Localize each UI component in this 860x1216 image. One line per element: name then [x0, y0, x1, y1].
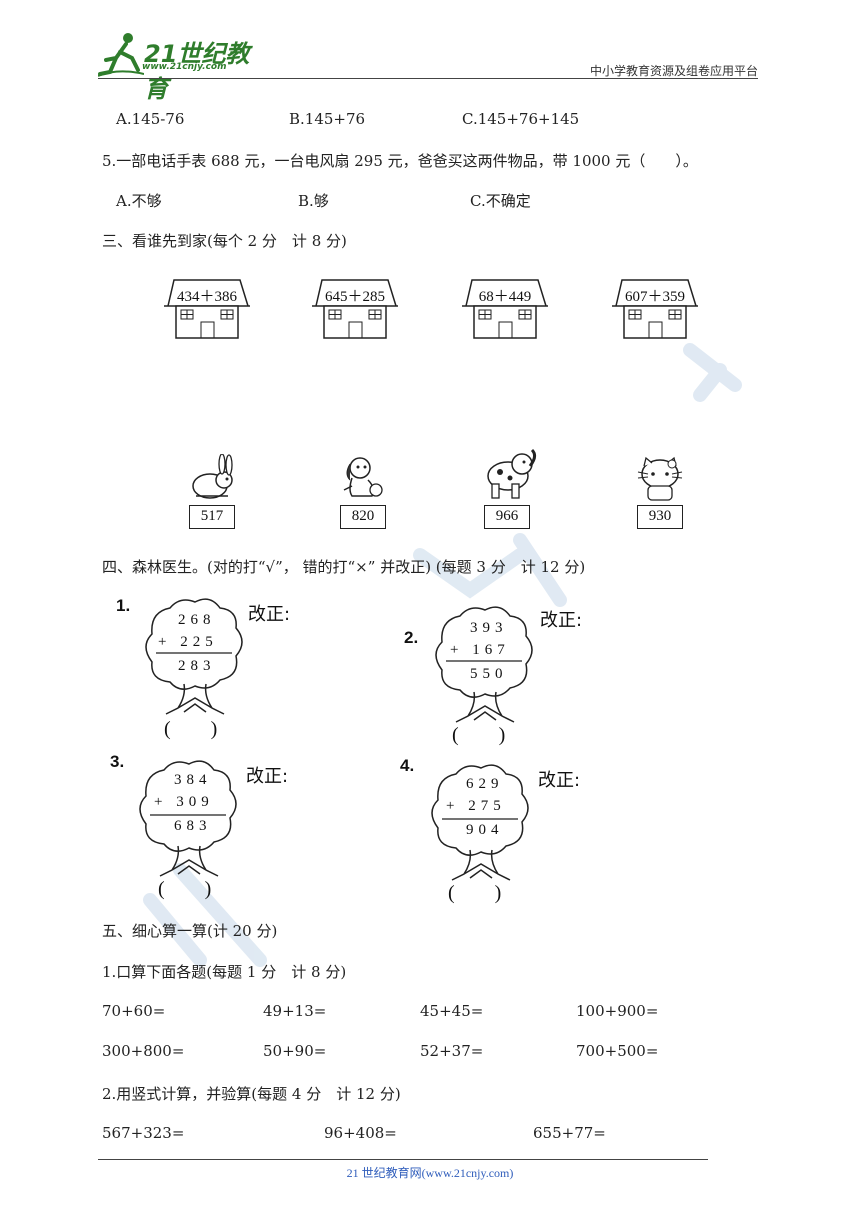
- house-4: 607＋359: [610, 278, 700, 340]
- section4-title: 四、森林医生。(对的打“√”， 错的打“×” 并改正) (每题 3 分 计 12…: [102, 558, 586, 576]
- house-3: 68＋449: [460, 278, 550, 340]
- rabbit-icon: [188, 453, 238, 502]
- site-logo[interactable]: 21世纪教育 www.21cnjy.com: [98, 28, 268, 103]
- vertical-calc-1: 567+323=: [102, 1124, 185, 1142]
- addend-bottom: + 225: [158, 634, 218, 650]
- calc-45+45: 45+45=: [420, 1002, 484, 1020]
- section5-title: 五、细心算一算(计 20 分): [102, 922, 278, 940]
- house-expression: 607＋359: [624, 289, 685, 305]
- elephant-icon: [484, 448, 537, 499]
- addend-top: 629: [466, 776, 504, 792]
- correction-label-3: 改正:: [246, 766, 289, 787]
- section3-title: 三、看谁先到家(每个 2 分 计 8 分): [102, 232, 347, 250]
- answer-paren-1[interactable]: ( ): [164, 718, 218, 740]
- tree-icon: [435, 606, 533, 723]
- item-3-number: 3.: [110, 752, 125, 771]
- house-icon: [312, 279, 398, 339]
- puppy-icon: [338, 454, 388, 502]
- vertical-calc-3: 655+77=: [533, 1124, 606, 1142]
- footer-link[interactable]: 21 世纪教育网(www.21cnjy.com): [346, 1166, 514, 1180]
- sum-result: 550: [470, 666, 508, 682]
- elephant-value: 966: [484, 505, 530, 529]
- house-2: 645＋285: [310, 278, 400, 340]
- correction-label-1: 改正:: [248, 604, 291, 625]
- q5-option-b: B.够: [298, 192, 329, 210]
- item-4-number: 4.: [400, 756, 415, 775]
- addend-bottom: + 309: [154, 794, 214, 810]
- q5-stem: 5.一部电话手表 688 元，一台电风扇 295 元，爸爸买这两件物品，带 10…: [102, 152, 698, 170]
- house-expression: 68＋449: [478, 289, 532, 305]
- house-icon: [164, 279, 250, 339]
- house-expression: 434＋386: [176, 289, 237, 305]
- correction-label-2: 改正:: [540, 610, 583, 631]
- calc-49+13: 49+13=: [263, 1002, 327, 1020]
- calc-70+60: 70+60=: [102, 1002, 166, 1020]
- tree-2: 393 + 167 550: [430, 604, 540, 734]
- calc-52+37: 52+37=: [420, 1042, 484, 1060]
- runner-icon: [98, 33, 144, 77]
- q5-option-c: C.不确定: [470, 192, 531, 210]
- sum-result: 683: [174, 818, 212, 834]
- part1-title: 1.口算下面各题(每题 1 分 计 8 分): [102, 963, 347, 981]
- calc-50+90: 50+90=: [263, 1042, 327, 1060]
- sum-result: 904: [466, 822, 504, 838]
- addend-top: 384: [174, 772, 212, 788]
- logo-text: 21世纪教育: [144, 40, 250, 103]
- vertical-calc-2: 96+408=: [324, 1124, 397, 1142]
- item-1-number: 1.: [116, 596, 131, 615]
- addend-bottom: + 167: [450, 642, 510, 658]
- tree-icon: [431, 764, 529, 881]
- header-divider: [98, 78, 758, 79]
- house-expression: 645＋285: [324, 289, 385, 305]
- correction-label-4: 改正:: [538, 770, 581, 791]
- kitty-value: 930: [637, 505, 683, 529]
- house-icon: [612, 279, 698, 339]
- calc-300+800: 300+800=: [102, 1042, 185, 1060]
- part2-title: 2.用竖式计算，并验算(每题 4 分 计 12 分): [102, 1085, 401, 1103]
- calc-700+500: 700+500=: [576, 1042, 659, 1060]
- answer-paren-4[interactable]: ( ): [448, 882, 502, 904]
- house-1: 434＋386: [162, 278, 252, 340]
- footer-divider: [98, 1159, 708, 1160]
- rabbit-value: 517: [189, 505, 235, 529]
- addend-top: 393: [470, 620, 508, 636]
- sum-result: 283: [178, 658, 216, 674]
- tree-1: 268 + 225 283: [140, 596, 250, 726]
- tree-3: 384 + 309 683: [134, 758, 244, 888]
- calc-100+900: 100+900=: [576, 1002, 659, 1020]
- q4-option-b: B.145+76: [289, 110, 366, 128]
- platform-name: 中小学教育资源及组卷应用平台: [589, 64, 758, 78]
- q4-option-c: C.145+76+145: [462, 110, 580, 128]
- puppy-value: 820: [340, 505, 386, 529]
- house-icon: [462, 279, 548, 339]
- q5-option-a: A.不够: [116, 192, 162, 210]
- kitty-icon: [636, 456, 686, 504]
- addend-bottom: + 275: [446, 798, 506, 814]
- q4-option-a: A.145-76: [116, 110, 185, 128]
- logo-url: www.21cnjy.com: [142, 62, 227, 72]
- addend-top: 268: [178, 612, 216, 628]
- answer-paren-3[interactable]: ( ): [158, 878, 212, 900]
- tree-icon: [139, 760, 237, 877]
- tree-4: 629 + 275 904: [426, 762, 536, 892]
- item-2-number: 2.: [404, 628, 419, 647]
- page-header: 21世纪教育 www.21cnjy.com 中小学教育资源及组卷应用平台: [98, 28, 758, 103]
- tree-icon: [145, 598, 243, 715]
- answer-paren-2[interactable]: ( ): [452, 724, 506, 746]
